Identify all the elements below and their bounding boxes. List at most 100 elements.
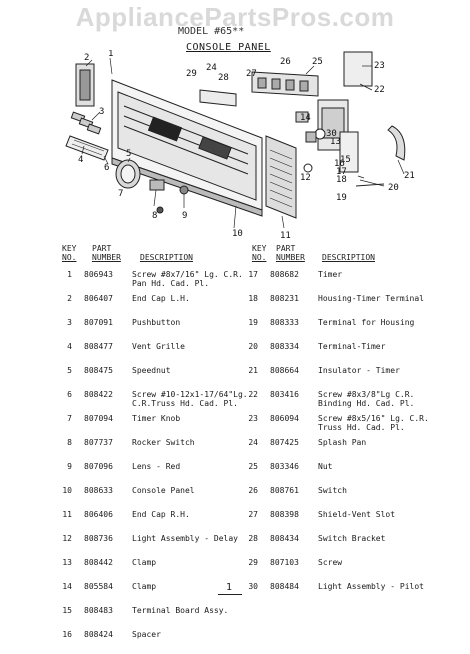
callout-29: 29 [186, 69, 197, 79]
page-number-underline [218, 594, 242, 595]
part-description: Housing-Timer Terminal [318, 294, 424, 303]
callout-10: 10 [232, 229, 243, 239]
part-number: 808434 [270, 534, 299, 543]
callout-3: 3 [99, 107, 104, 117]
part-description: Timer Knob [132, 414, 181, 423]
key-number: 2 [67, 294, 72, 303]
key-number: 3 [67, 318, 72, 327]
part-description: Shield-Vent Slot [318, 510, 396, 519]
part-number: 808633 [84, 486, 113, 495]
part-number: 808484 [270, 582, 299, 591]
part-description: Terminal-Timer [318, 342, 386, 351]
part-description: Screw #10-12x1-17/64"Lg. C.R.Truss Hd. C… [132, 390, 248, 408]
key-number: 28 [248, 534, 258, 543]
part-number: 808475 [84, 366, 113, 375]
part-number: 808333 [270, 318, 299, 327]
header-description-right: DESCRIPTION [322, 253, 375, 262]
section-title: CONSOLE PANEL [186, 42, 271, 53]
key-number: 10 [62, 486, 72, 495]
part-number: 808422 [84, 390, 113, 399]
part-description: Light Assembly - Pilot [318, 582, 424, 591]
part-number: 806094 [270, 414, 299, 423]
parts-row: 12 808736 Light Assembly - Delay [54, 534, 244, 558]
callout-23: 23 [374, 61, 385, 71]
key-number: 12 [62, 534, 72, 543]
parts-row: 28 808434 Switch Bracket [240, 534, 460, 558]
key-number: 6 [67, 390, 72, 399]
callout-11: 11 [280, 231, 291, 240]
part-number: 808682 [270, 270, 299, 279]
key-number: 30 [248, 582, 258, 591]
callout-30: 30 [326, 129, 337, 139]
callout-13: 13 [330, 137, 341, 147]
part-description: Insulator - Timer [318, 366, 400, 375]
part-number: 803416 [270, 390, 299, 399]
part-description: Clamp [132, 558, 157, 567]
part-description: Vent Grille [132, 342, 185, 351]
key-number: 21 [248, 366, 258, 375]
part-number: 808483 [84, 606, 113, 615]
part-description: Timer [318, 270, 343, 279]
part-number: 807094 [84, 414, 113, 423]
part-description: End Cap L.H. [132, 294, 190, 303]
part-number: 807737 [84, 438, 113, 447]
part-description: Switch [318, 486, 347, 495]
callout-22: 22 [374, 85, 385, 95]
part-description: Switch Bracket [318, 534, 386, 543]
part-description: Screw [318, 558, 343, 567]
part-description: Screw #8x7/16" Lg. C.R. Pan Hd. Cad. Pl. [132, 270, 243, 288]
callout-24: 24 [206, 63, 217, 73]
part-number: 808761 [270, 486, 299, 495]
insulator-shape [387, 125, 406, 161]
key-number: 29 [248, 558, 258, 567]
key-number: 11 [62, 510, 72, 519]
parts-row: 13 808442 Clamp [54, 558, 244, 582]
part-description: Speednut [132, 366, 171, 375]
part-number: 808442 [84, 558, 113, 567]
key-number: 5 [67, 366, 72, 375]
part-description: End Cap R.H. [132, 510, 190, 519]
part-number: 807425 [270, 438, 299, 447]
model-line: MODEL #65** [178, 26, 245, 37]
callout-4: 4 [78, 155, 83, 165]
part-description: Screw #8x5/16" Lg. C.R. Truss Hd. Cad. P… [318, 414, 429, 432]
part-number: 808736 [84, 534, 113, 543]
key-number: 13 [62, 558, 72, 567]
key-number: 25 [248, 462, 258, 471]
part-number: 808398 [270, 510, 299, 519]
part-description: Light Assembly - Delay [132, 534, 238, 543]
callout-17: 17 [336, 167, 347, 177]
callout-15: 15 [340, 155, 351, 165]
callout-16: 16 [334, 159, 345, 169]
key-number: 22 [248, 390, 258, 399]
part-number: 808664 [270, 366, 299, 375]
callout-26: 26 [280, 57, 291, 67]
parts-row: 22 803416 Screw #8x3/8"Lg C.R. Binding Hd.… [240, 390, 460, 414]
exploded-diagram: 2 1 3 4 6 5 7 8 9 10 11 29 28 24 27 26 2… [65, 50, 415, 240]
watermark: AppliancePartsPros.com [75, 2, 395, 32]
part-number: 808477 [84, 342, 113, 351]
key-number: 24 [248, 438, 258, 447]
part-description: Pushbutton [132, 318, 181, 327]
part-description: Terminal Board Assy. [132, 606, 229, 615]
header-description-left: DESCRIPTION [140, 253, 193, 262]
part-description: Screw #8x3/8"Lg C.R. Binding Hd. Cad. Pl… [318, 390, 415, 408]
callout-6: 6 [104, 163, 109, 173]
callout-14: 14 [300, 113, 311, 123]
key-number: 9 [67, 462, 72, 471]
key-number: 4 [67, 342, 72, 351]
end-cap-rh-shape [265, 135, 297, 219]
